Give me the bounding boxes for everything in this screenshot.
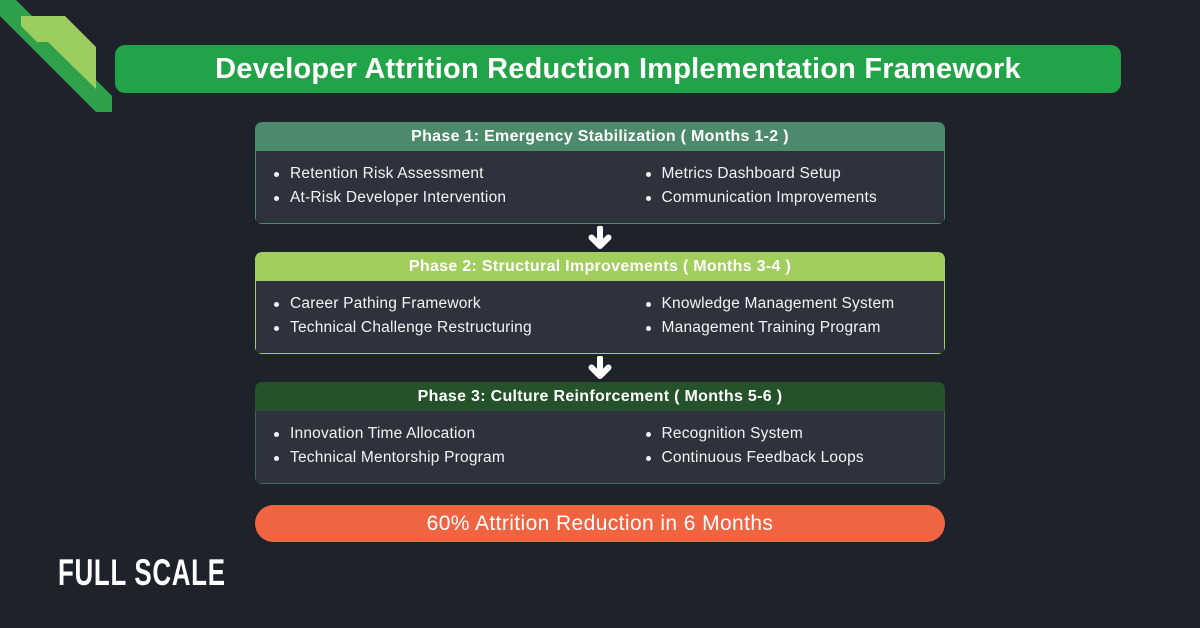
full-scale-logo-text: FULL SCALE	[58, 552, 226, 593]
ribbon-dark-stripe-tail	[37, 42, 96, 101]
list-item: Technical Challenge Restructuring	[274, 316, 628, 340]
phase-1-header: Phase 1: Emergency Stabilization ( Month…	[255, 122, 945, 151]
phase-1-right-list: Metrics Dashboard Setup Communication Im…	[628, 162, 944, 210]
result-banner: 60% Attrition Reduction in 6 Months	[255, 505, 945, 542]
phase-1-card: Phase 1: Emergency Stabilization ( Month…	[255, 122, 945, 224]
down-arrow-icon	[588, 226, 612, 249]
list-item: Recognition System	[645, 422, 944, 446]
phase-flow: Phase 1: Emergency Stabilization ( Month…	[255, 122, 945, 484]
down-arrow-icon	[588, 356, 612, 379]
list-item: Technical Mentorship Program	[274, 446, 628, 470]
page-title-text: Developer Attrition Reduction Implementa…	[215, 52, 1021, 85]
list-item: At-Risk Developer Intervention	[274, 186, 628, 210]
list-item: Retention Risk Assessment	[274, 162, 628, 186]
phase-3-left-list: Innovation Time Allocation Technical Men…	[256, 422, 628, 470]
phase-3-card: Phase 3: Culture Reinforcement ( Months …	[255, 382, 945, 484]
result-banner-text: 60% Attrition Reduction in 6 Months	[426, 511, 774, 535]
list-item: Metrics Dashboard Setup	[645, 162, 944, 186]
flow-arrow-2	[255, 354, 945, 382]
phase-3-right-list: Recognition System Continuous Feedback L…	[628, 422, 944, 470]
corner-ribbon-decoration	[0, 0, 112, 112]
full-scale-logo: FULL SCALE	[58, 552, 298, 594]
phase-2-right-list: Knowledge Management System Management T…	[628, 292, 944, 340]
list-item: Continuous Feedback Loops	[645, 446, 944, 470]
list-item: Communication Improvements	[645, 186, 944, 210]
phase-3-header: Phase 3: Culture Reinforcement ( Months …	[255, 382, 945, 411]
phase-2-header: Phase 2: Structural Improvements ( Month…	[255, 252, 945, 281]
flow-arrow-1	[255, 224, 945, 252]
phase-2-card: Phase 2: Structural Improvements ( Month…	[255, 252, 945, 354]
phase-1-body: Retention Risk Assessment At-Risk Develo…	[255, 151, 945, 224]
phase-1-left-list: Retention Risk Assessment At-Risk Develo…	[256, 162, 628, 210]
list-item: Knowledge Management System	[645, 292, 944, 316]
phase-3-body: Innovation Time Allocation Technical Men…	[255, 411, 945, 484]
list-item: Innovation Time Allocation	[274, 422, 628, 446]
list-item: Career Pathing Framework	[274, 292, 628, 316]
page-title: Developer Attrition Reduction Implementa…	[115, 45, 1121, 93]
phase-2-left-list: Career Pathing Framework Technical Chall…	[256, 292, 628, 340]
phase-2-body: Career Pathing Framework Technical Chall…	[255, 281, 945, 354]
list-item: Management Training Program	[645, 316, 944, 340]
